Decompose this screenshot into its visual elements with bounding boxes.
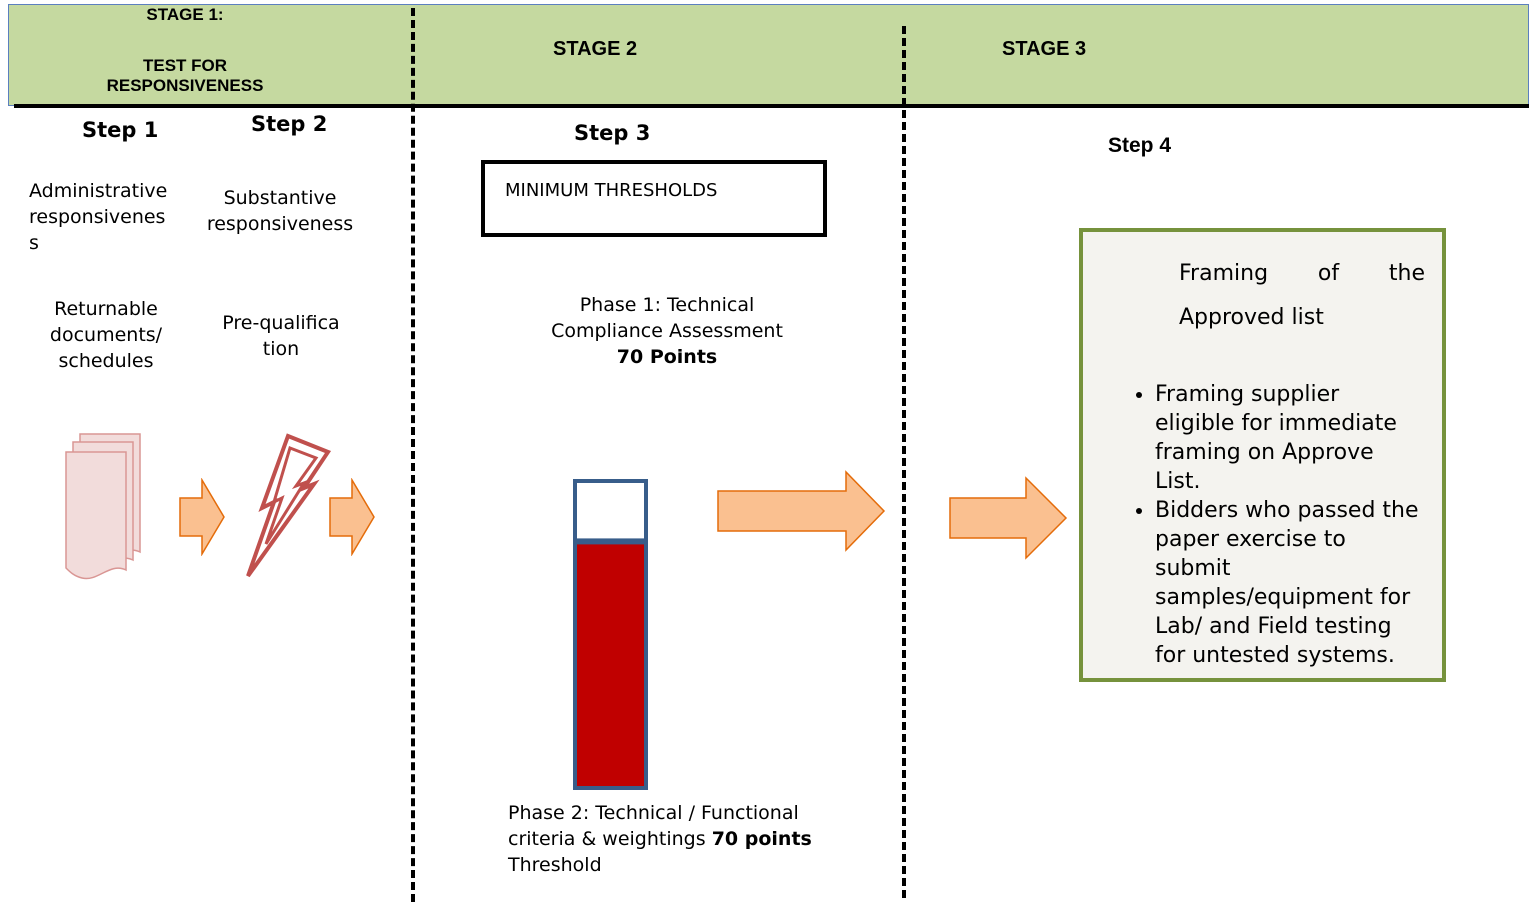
phase-2-text: Phase 2: Technical / Functional criteria… — [508, 802, 799, 850]
lightning-bolt-icon — [246, 433, 332, 578]
minimum-thresholds-box: MINIMUM THRESHOLDS — [481, 160, 827, 237]
step-4-label: Step 4 — [1108, 134, 1172, 157]
stage-3-label: STAGE 3 — [1002, 38, 1087, 60]
approved-list-title-line1: Framing of the — [1179, 261, 1425, 286]
documents-icon — [65, 433, 141, 580]
stage-divider-1 — [411, 8, 415, 902]
step-1-label: Step 1 — [82, 118, 159, 142]
step-2-label: Step 2 — [251, 112, 328, 136]
arrow-right-icon — [949, 476, 1068, 560]
step-2-title: Substantive responsiveness — [206, 187, 354, 235]
bullet-item: Framing supplier eligible for immediate … — [1155, 380, 1425, 496]
approved-list-box: Framing of the Approved list Framing sup… — [1079, 228, 1446, 682]
approved-list-bullets: Framing supplier eligible for immediate … — [1083, 380, 1425, 670]
gauge-threshold-fill — [573, 540, 648, 791]
stage-banner — [8, 4, 1529, 106]
approved-list-title-line2: Approved list — [1179, 305, 1324, 330]
phase-1-block: Phase 1: Technical Compliance Assessment… — [540, 292, 794, 370]
step-3-label: Step 3 — [574, 121, 651, 145]
arrow-right-icon — [329, 478, 375, 556]
minimum-thresholds-label: MINIMUM THRESHOLDS — [505, 180, 718, 201]
arrow-right-icon — [179, 478, 225, 556]
phase-2-block: Phase 2: Technical / Functional criteria… — [508, 800, 838, 878]
phase-1-points: 70 Points — [616, 346, 718, 368]
phase-2-suffix: Threshold — [508, 854, 602, 876]
step-2-detail: Pre-qualification — [222, 312, 340, 360]
phase-2-points: 70 points — [711, 828, 812, 850]
arrow-right-icon — [717, 470, 886, 552]
stage-2-label: STAGE 2 — [553, 38, 638, 60]
stage-1-line2: TEST FOR RESPONSIVENESS — [106, 56, 264, 95]
stage-1-label: STAGE 1: TEST FOR RESPONSIVENESS — [90, 4, 280, 96]
gauge-empty-segment — [573, 479, 648, 543]
step-1-title: Administrative responsiveness — [29, 180, 168, 254]
phase-1-text: Phase 1: Technical Compliance Assessment — [551, 294, 783, 342]
stage-divider-2 — [902, 26, 906, 898]
bullet-item: Bidders who passed the paper exercise to… — [1155, 496, 1425, 670]
stage-1-line1: STAGE 1: — [146, 5, 224, 24]
threshold-gauge — [573, 479, 648, 791]
banner-underline — [14, 104, 1529, 108]
step-1-detail: Returnable documents/ schedules — [49, 298, 163, 372]
